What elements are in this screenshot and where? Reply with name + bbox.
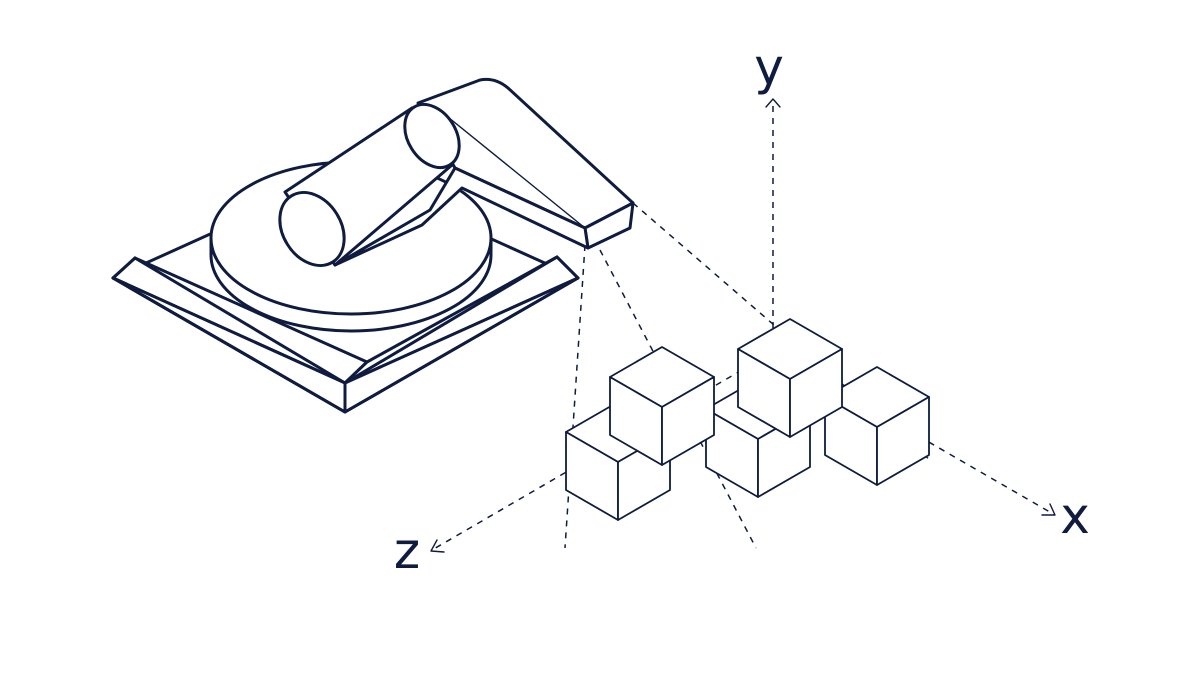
x-axis-label: x: [1060, 487, 1090, 545]
box: [737, 318, 843, 438]
wrist-joint: [333, 166, 590, 267]
box-right-face: [661, 376, 715, 466]
robot-arm: [111, 77, 635, 414]
box-group: [565, 318, 930, 521]
box: [609, 346, 715, 466]
y-axis-arrowhead: [765, 98, 781, 108]
box-right-face: [876, 396, 930, 486]
z-axis-arrowhead: [430, 539, 445, 553]
upper-arm: [333, 77, 635, 267]
upper-arm-edge: [442, 112, 586, 229]
y-axis-label: y: [754, 38, 784, 96]
projection-line: [564, 244, 586, 549]
box-right-face: [789, 348, 843, 438]
wrist-edge: [334, 164, 453, 266]
z-axis-label: z: [394, 522, 420, 580]
x-axis-arrowhead: [1041, 503, 1056, 516]
box: [824, 366, 930, 486]
lower-arm-end-cap: [278, 191, 346, 267]
shoulder-joint-cap: [403, 102, 461, 170]
